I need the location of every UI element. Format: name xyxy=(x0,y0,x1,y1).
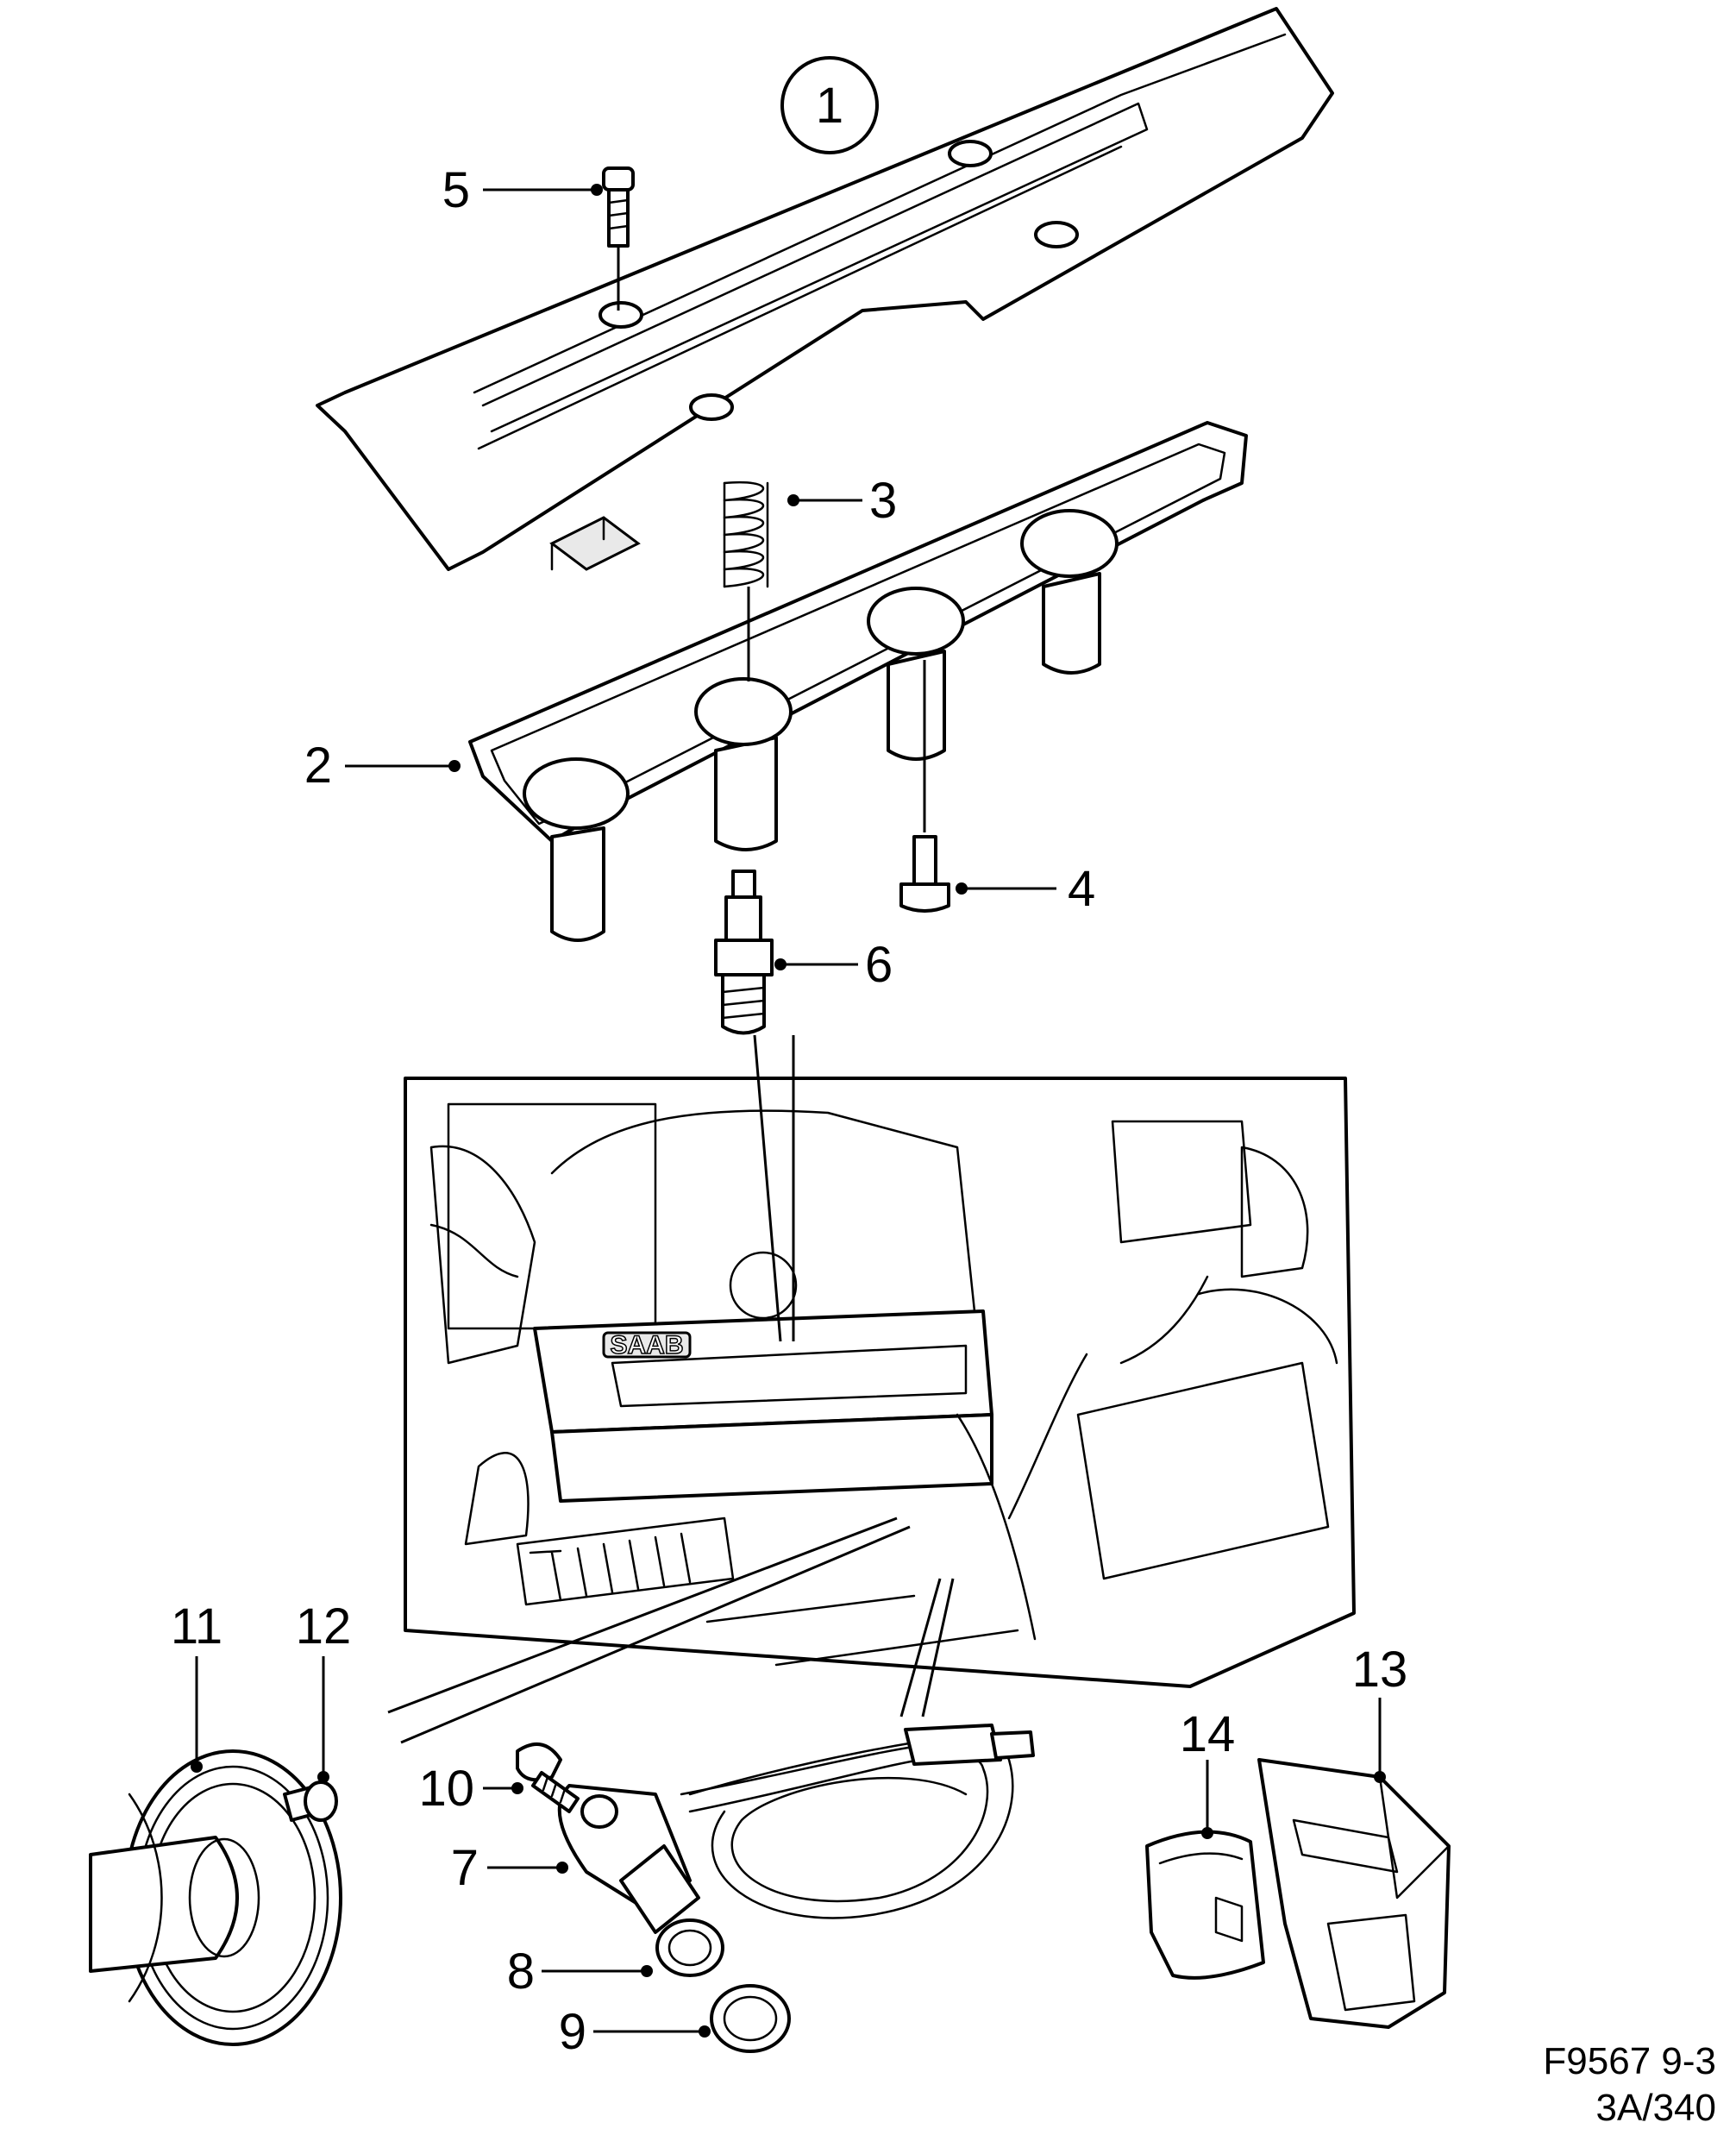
callout-11: 11 xyxy=(171,1598,222,1655)
cover-bolt-hole xyxy=(948,140,993,167)
crank-sensor-part xyxy=(557,1724,1035,1934)
heat-shield-part xyxy=(1257,1758,1451,2029)
group-number-badge: 1 xyxy=(780,56,879,154)
callout-3: 3 xyxy=(869,473,897,529)
o-ring-part xyxy=(655,1918,724,1977)
wheel-bolt-part xyxy=(283,1780,338,1822)
engine-bay-view: SAAB xyxy=(404,1077,1356,1688)
callout-9: 9 xyxy=(559,2004,586,2060)
cassette-bolt-part xyxy=(899,835,950,913)
callout-14: 14 xyxy=(1180,1706,1236,1762)
callout-4: 4 xyxy=(1068,861,1095,917)
spring-part xyxy=(723,480,769,588)
spark-plug-part xyxy=(714,870,774,1035)
callout-6: 6 xyxy=(865,937,893,993)
callout-7: 7 xyxy=(451,1840,479,1896)
engine-logo: SAAB xyxy=(610,1331,683,1359)
clip-part xyxy=(1145,1830,1265,1980)
cover-bolt-part xyxy=(602,166,635,248)
seal-ring-part xyxy=(710,1984,791,2053)
cover-bolt-hole xyxy=(1034,221,1079,248)
reluctor-wheel-part xyxy=(89,1749,342,2046)
page-reference: 3A/340 xyxy=(1596,2087,1716,2129)
callout-5: 5 xyxy=(442,162,470,218)
cover-bolt-hole xyxy=(599,301,643,329)
callout-12: 12 xyxy=(296,1598,352,1655)
figure-reference: F9567 9-3 xyxy=(1543,2040,1716,2082)
cover-bolt-hole xyxy=(689,393,734,421)
callout-13: 13 xyxy=(1352,1642,1408,1698)
ignition-cassette xyxy=(468,421,1248,942)
sensor-bolt-part xyxy=(516,1743,580,1813)
cassette-cover xyxy=(316,7,1334,571)
callout-2: 2 xyxy=(304,738,332,794)
group-number: 1 xyxy=(816,78,843,134)
callout-10: 10 xyxy=(418,1761,474,1817)
callout-8: 8 xyxy=(507,1943,535,2000)
